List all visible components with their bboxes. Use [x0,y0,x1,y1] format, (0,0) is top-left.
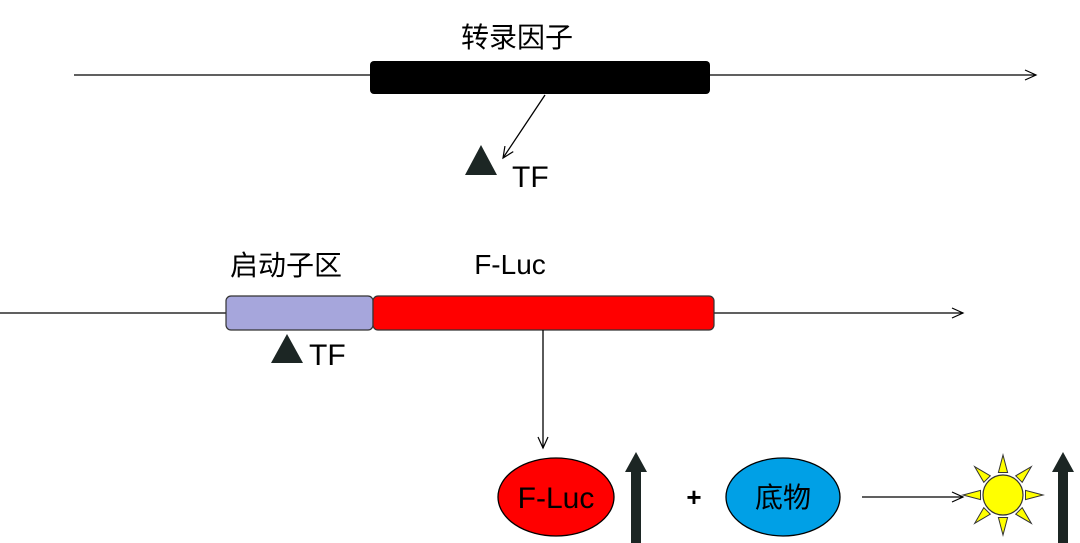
increase-arrow-light [1052,452,1074,543]
expression-arrow [502,94,546,160]
substrate-label: 底物 [755,482,811,513]
sun-ray [1025,489,1045,501]
sun-ray [961,489,981,501]
sun-ray [973,506,992,525]
sun-disc [982,474,1024,516]
light-emission-sun-icon [961,453,1045,537]
promoter-region-label: 启动子区 [230,250,342,281]
plus-sign: + [686,482,701,512]
tf-gene-label: 转录因子 [461,22,573,53]
increase-arrow-enzyme [625,452,647,543]
tf-protein-triangle [465,145,497,175]
sun-ray [973,465,992,484]
promoter-region-box [225,295,374,331]
fluc-enzyme-label: F-Luc [518,482,595,515]
tf-gene-bar [370,61,710,94]
tf-protein-label: TF [512,161,549,194]
tf-binding-triangle [271,334,303,363]
sun-ray [1014,465,1033,484]
substrate-ellipse [725,457,841,537]
fluc-gene-box [372,295,715,331]
fluc-gene-label: F-Luc [474,249,546,280]
sun-ray [1014,506,1033,525]
sun-ray [997,517,1009,537]
tf-binding-label: TF [309,339,346,372]
sun-ray [997,453,1009,473]
fluc-enzyme-ellipse [497,457,615,537]
